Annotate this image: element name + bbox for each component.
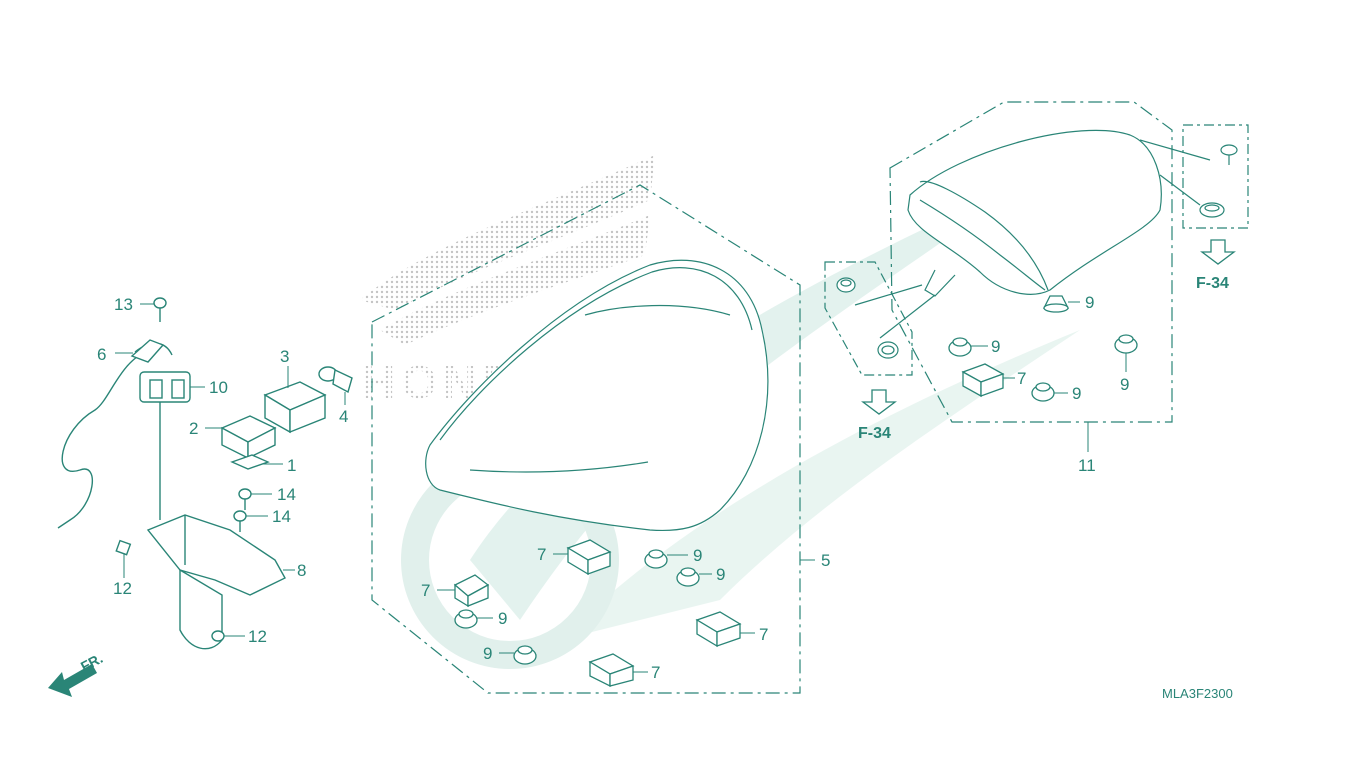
- callout-7e: 7: [1017, 369, 1026, 388]
- main-seat-frame-outline: [371, 184, 801, 694]
- relay-part-3[interactable]: [263, 381, 327, 434]
- rubber-damper-part-9c[interactable]: [454, 609, 478, 629]
- callout-3: 3: [280, 347, 289, 366]
- down-arrow-left: [861, 389, 897, 415]
- main-seat-hardware: [453, 539, 742, 688]
- callout-9f: 9: [991, 337, 1000, 356]
- bolt-part-14a[interactable]: [238, 488, 252, 510]
- callout-7d: 7: [651, 663, 660, 682]
- rubber-pad-part-1[interactable]: [230, 454, 270, 470]
- front-arrow-icon: [48, 664, 97, 697]
- bolt-part-14b[interactable]: [233, 510, 247, 532]
- callout-9a: 9: [693, 546, 702, 565]
- pillion-seat-assembly: [824, 101, 1249, 423]
- callout-7c: 7: [759, 625, 768, 644]
- main-seat-assembly: [371, 184, 801, 694]
- detail-leader-1: [854, 284, 923, 306]
- detail-leader-4: [1159, 174, 1201, 206]
- pillion-seat-part-11[interactable]: [907, 129, 1162, 297]
- seat-block-part-7c[interactable]: [695, 611, 742, 648]
- diagram-code: MLA3F2300: [1162, 686, 1233, 701]
- seat-latch-part-10[interactable]: [139, 371, 191, 403]
- leader-lines-pillion: [971, 301, 1127, 452]
- callout-8: 8: [297, 561, 306, 580]
- main-seat-part-5[interactable]: [425, 259, 769, 532]
- callout-9e: 9: [1085, 293, 1094, 312]
- rubber-damper-part-9g[interactable]: [1114, 334, 1138, 354]
- seat-block-part-7e[interactable]: [961, 363, 1005, 398]
- bolt-part-13[interactable]: [153, 297, 167, 322]
- down-arrow-right: [1200, 239, 1236, 265]
- rubber-damper-part-9b[interactable]: [676, 567, 700, 587]
- rubber-damper-part-9d[interactable]: [513, 645, 537, 665]
- seat-block-part-7a[interactable]: [566, 539, 612, 576]
- rubber-damper-part-9e[interactable]: [1042, 295, 1070, 313]
- callout-labels: 13 6 10 3 4 2 1 14 14 8 12 12 5 7 7 7 7 …: [97, 293, 1129, 682]
- reference-labels: F-34 F-34: [858, 275, 1229, 442]
- watermark-swoosh: [470, 180, 1030, 620]
- callout-9b: 9: [716, 565, 725, 584]
- rubber-damper-part-9f[interactable]: [948, 337, 972, 357]
- callout-10: 10: [209, 378, 228, 397]
- bracket-group: [57, 297, 353, 650]
- callout-12b: 12: [248, 627, 267, 646]
- reference-label-right[interactable]: F-34: [1196, 275, 1229, 292]
- cable-holder: [130, 339, 165, 363]
- callout-4: 4: [339, 407, 348, 426]
- front-direction-indicator: [48, 664, 97, 697]
- seat-block-part-7b[interactable]: [453, 574, 490, 608]
- rubber-damper-part-9a[interactable]: [644, 549, 668, 569]
- grommet-left-a[interactable]: [836, 277, 856, 293]
- connector-part-4[interactable]: [318, 366, 353, 394]
- callout-11: 11: [1078, 456, 1096, 475]
- seat-bracket-part-8[interactable]: [146, 514, 286, 650]
- callout-9g: 9: [1072, 384, 1081, 403]
- leader-lines-left: [115, 303, 346, 637]
- reference-arrows: [861, 239, 1236, 415]
- callout-7b: 7: [421, 581, 430, 600]
- reference-label-left[interactable]: F-34: [858, 425, 891, 442]
- grommet-left-b[interactable]: [877, 341, 899, 359]
- callout-13: 13: [114, 295, 133, 314]
- detail-leader-2: [879, 294, 936, 339]
- relay-part-2[interactable]: [220, 415, 277, 460]
- grommet-detail-box-left: [824, 261, 913, 376]
- wing-logo-dots: [360, 155, 655, 345]
- screw-right[interactable]: [1220, 144, 1238, 165]
- callout-7a: 7: [537, 545, 546, 564]
- callout-6: 6: [97, 345, 106, 364]
- leader-lines-main-seat: [437, 553, 815, 673]
- watermark-swoosh-2: [560, 330, 1080, 640]
- callout-9c: 9: [498, 609, 507, 628]
- pillion-hardware: [948, 295, 1138, 402]
- rubber-damper-part-9h[interactable]: [1031, 382, 1055, 402]
- nut-part-12b[interactable]: [211, 630, 225, 642]
- pillion-seat-frame-outline: [889, 101, 1173, 423]
- grommet-detail-box-right: [1182, 124, 1249, 229]
- grommet-right[interactable]: [1199, 202, 1225, 218]
- callout-9d: 9: [483, 644, 492, 663]
- seat-block-part-7d[interactable]: [588, 653, 635, 688]
- callout-12a: 12: [113, 579, 132, 598]
- callout-5: 5: [821, 551, 830, 570]
- callout-1: 1: [287, 456, 296, 475]
- detail-leader-3: [1139, 139, 1211, 161]
- seat-lock-cable-part-6[interactable]: [57, 342, 173, 529]
- callout-9h: 9: [1120, 375, 1129, 394]
- callout-14a: 14: [277, 485, 296, 504]
- callout-14b: 14: [272, 507, 291, 526]
- callout-2: 2: [189, 419, 198, 438]
- nut-part-12a[interactable]: [115, 539, 132, 556]
